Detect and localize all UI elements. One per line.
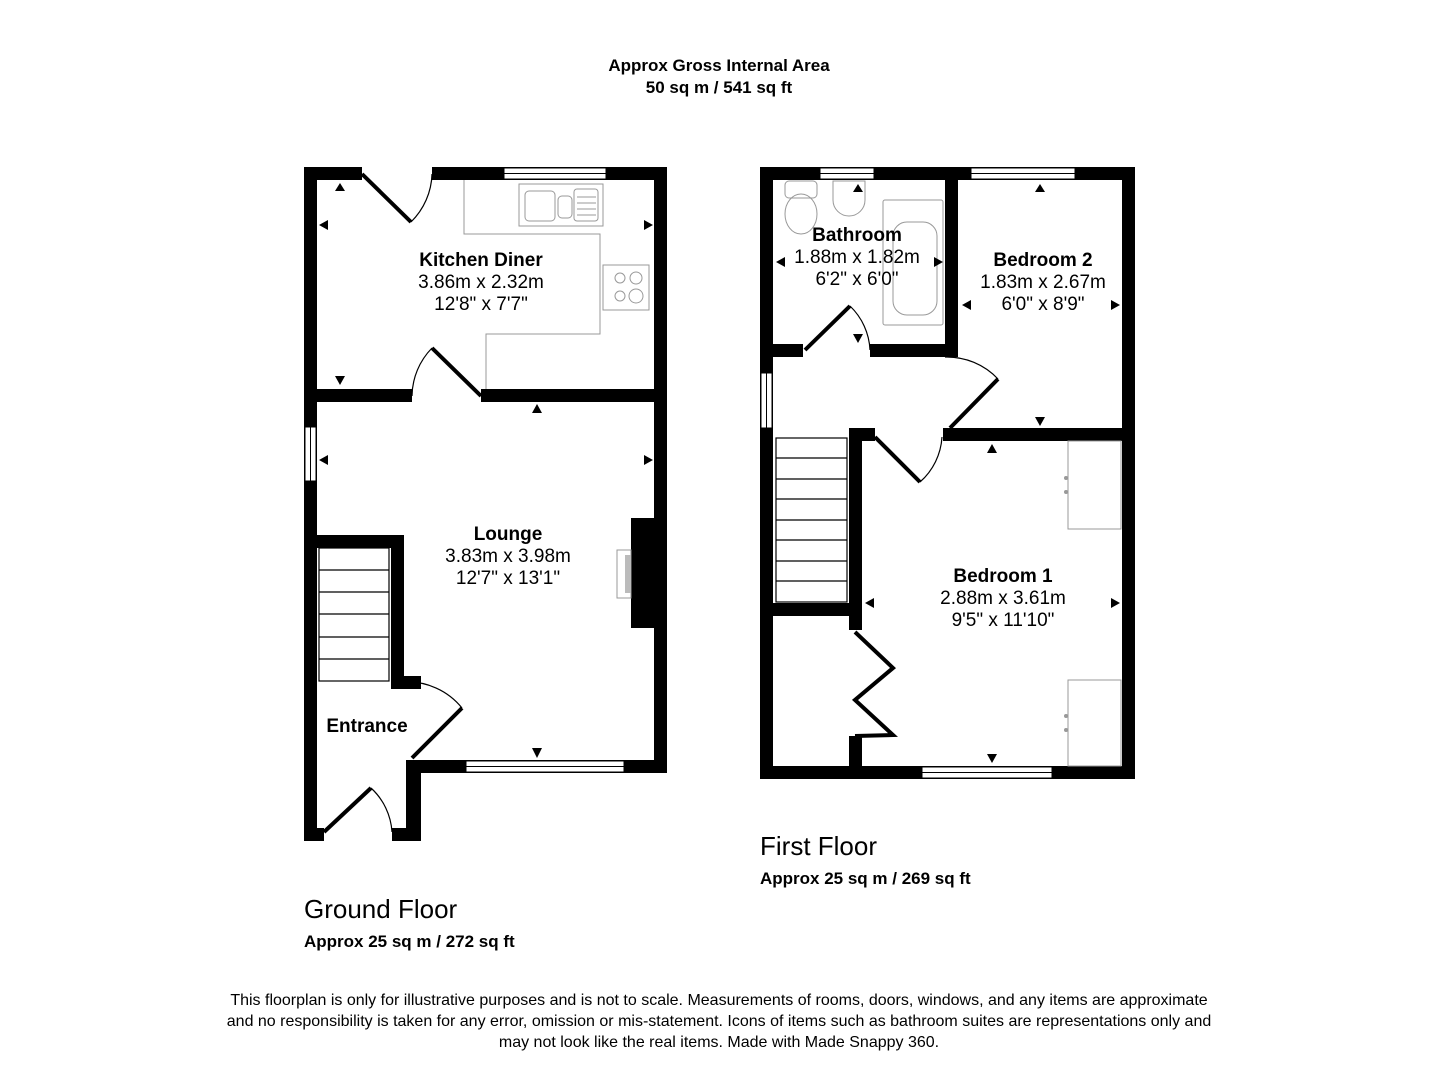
wall [304,535,404,548]
ground-doors [322,172,483,834]
toilet-icon [784,193,818,235]
wall [760,167,773,779]
wall [392,828,421,841]
chimney-breast [631,518,667,628]
door-bedroom1 [873,435,922,484]
disclaimer: This floorplan is only for illustrative … [0,990,1438,1053]
room-label-bedroom-1: Bedroom 1 2.88m x 3.61m 9'5" x 11'10" [940,566,1066,632]
room-metric: 3.83m x 3.98m [445,546,571,567]
ground-stairs [318,547,390,682]
wall [406,760,421,841]
wall [1122,167,1135,779]
room-label-bathroom: Bathroom 1.88m x 1.82m 6'2" x 6'0" [794,225,920,291]
door-bathroom [803,304,852,352]
wall [945,167,958,357]
room-name: Bathroom [812,225,902,246]
front-door [322,786,373,834]
first-arrows [776,184,1120,763]
kitchen-units [463,180,650,599]
room-metric: 2.88m x 3.61m [940,588,1066,609]
ground-arrows [319,183,653,758]
room-name: Entrance [326,716,408,737]
first-doors [803,304,1000,738]
wall [654,167,667,773]
door-bedroom2 [948,377,1000,430]
ground-floor-area: Approx 25 sq m / 272 sq ft [304,932,515,951]
room-label-kitchen-diner: Kitchen Diner 3.86m x 2.32m 12'8" x 7'7" [418,250,544,316]
gross-area-total: 50 sq m / 541 sq ft [645,78,793,97]
gross-area-title: Approx Gross Internal Area [608,56,830,75]
wardrobe-icon [1067,679,1122,767]
room-label-bedroom-2: Bedroom 2 1.83m x 2.67m 6'0" x 8'9" [980,250,1106,316]
room-label-entrance: Entrance [326,716,407,738]
room-metric: 1.88m x 1.82m [794,247,920,268]
room-imperial: 9'5" x 11'10" [951,610,1055,631]
ground-floor-name: Ground Floor [304,894,458,924]
room-name: Bedroom 1 [953,566,1053,587]
room-name: Lounge [473,524,543,545]
wall [304,389,412,402]
room-label-lounge: Lounge 3.83m x 3.98m 12'7" x 13'1" [445,524,571,590]
wall [304,167,362,180]
wall [391,535,404,687]
disclaimer-line: This floorplan is only for illustrative … [230,992,1208,1009]
disclaimer-line: may not look like the real items. Made w… [498,1034,940,1051]
wall [304,828,324,841]
door-entrance-lounge [410,706,464,760]
room-imperial: 12'8" x 7'7" [434,294,528,315]
wall [870,344,958,357]
wall [849,428,862,630]
wall [760,344,803,357]
bathroom-fixtures [784,180,1122,767]
first-stairs [775,437,848,603]
first-floor-name: First Floor [760,831,877,861]
door-kitchen-back [360,172,413,224]
room-name: Kitchen Diner [419,250,543,271]
disclaimer-line: and no responsibility is taken for any e… [226,1013,1212,1030]
room-metric: 3.86m x 2.32m [418,272,544,293]
first-windows [760,167,1076,779]
room-name: Bedroom 2 [993,250,1093,271]
room-imperial: 6'0" x 8'9" [1001,294,1085,315]
ground-windows [304,167,625,773]
door-kitchen-lounge [430,346,483,398]
wall [481,389,667,402]
wardrobe-icon [1067,440,1122,530]
basin-icon [832,180,866,217]
room-imperial: 12'7" x 13'1" [455,568,561,589]
wall [943,428,1135,441]
wardrobe-handles [1064,476,1068,732]
toilet-cistern-icon [784,180,818,199]
wall [849,736,862,779]
bath-icon [882,199,944,326]
room-imperial: 6'2" x 6'0" [815,269,899,290]
sink-icon [518,183,604,227]
wall [760,603,862,616]
cupboard-bifold-door [851,630,898,738]
room-metric: 1.83m x 2.67m [980,272,1106,293]
wall [304,167,317,841]
first-floor-area: Approx 25 sq m / 269 sq ft [760,869,971,888]
hob-icon [602,264,650,311]
